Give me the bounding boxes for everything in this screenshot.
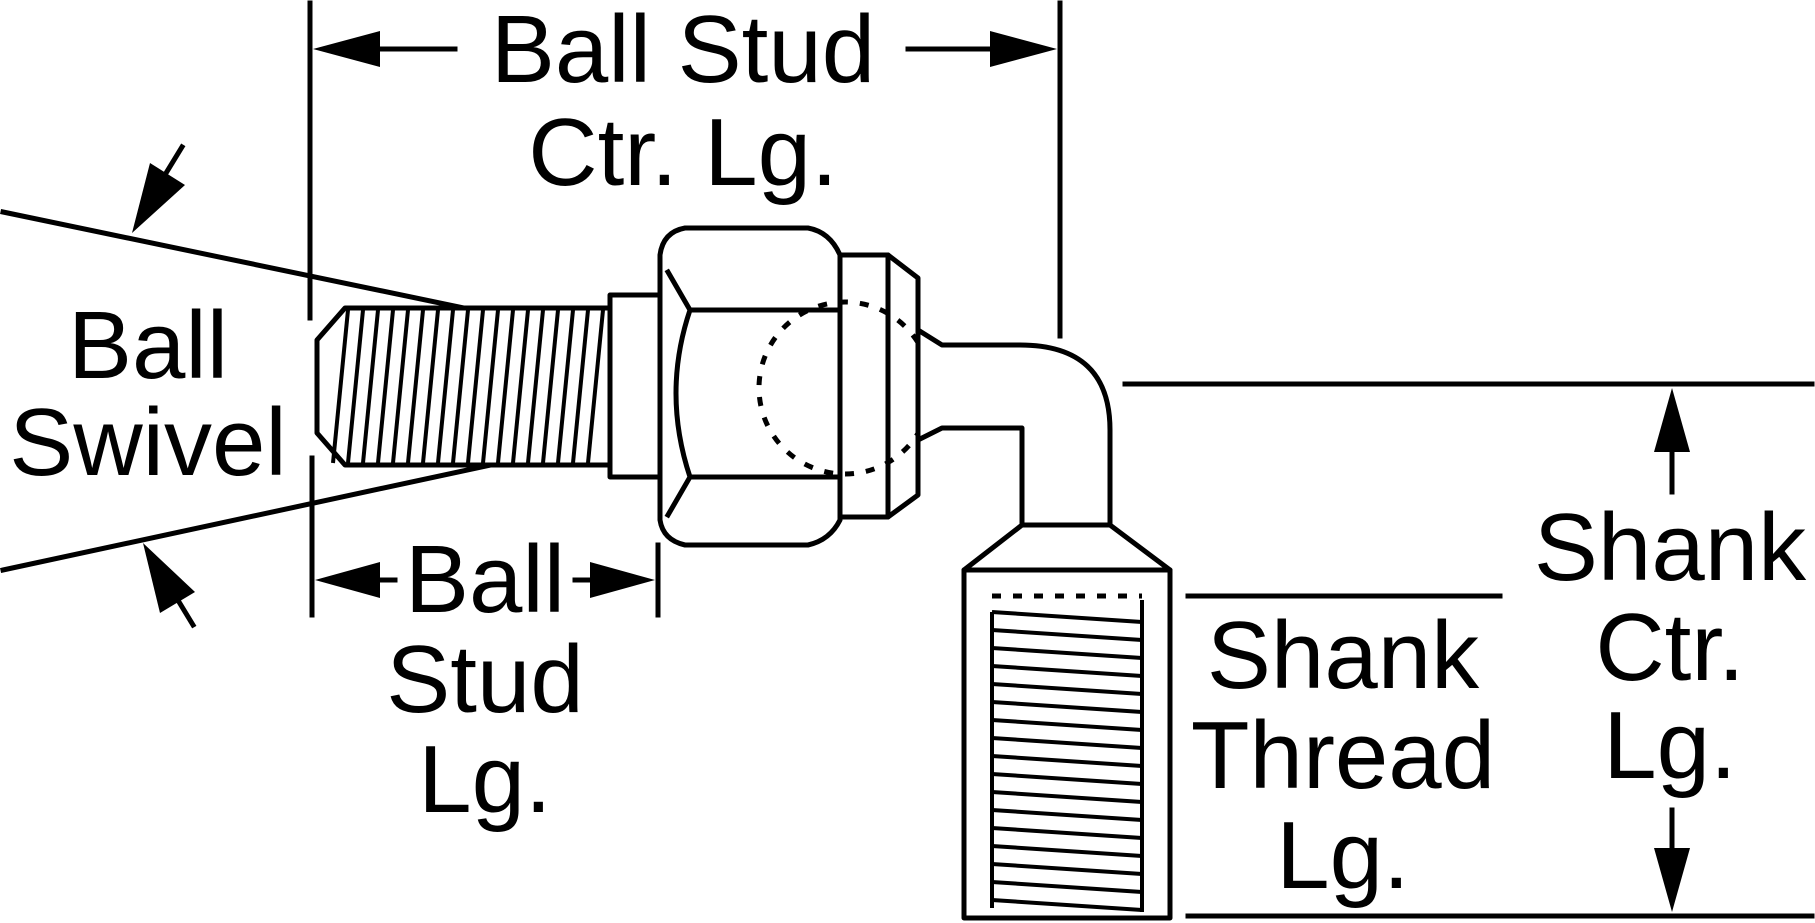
elbow-body xyxy=(915,327,1113,528)
socket-collar xyxy=(837,252,921,520)
label-swivel: Swivel xyxy=(9,389,286,496)
socket-collar-body xyxy=(837,252,891,520)
dimension-ball-stud-lg: Ball Stud Lg. xyxy=(309,455,661,833)
dimension-ball-stud-ctr-lg: Ball Stud Ctr. Lg. xyxy=(307,0,1063,339)
swivel-arrowhead-lower xyxy=(143,543,195,613)
ball-stud-shoulder xyxy=(607,292,663,480)
arrowhead-right xyxy=(990,31,1057,67)
shank-thread-section xyxy=(961,567,1173,921)
label-shank: Shank xyxy=(1534,494,1807,601)
swivel-arrow-upper-tail xyxy=(159,143,186,182)
swivel-arrowhead-upper xyxy=(132,163,185,233)
hex-nut-chamfer-left xyxy=(664,268,693,519)
ball-stud-threads xyxy=(331,309,605,464)
socket-collar-lip xyxy=(885,252,921,520)
shank-threads xyxy=(990,600,1144,912)
arrowhead-right xyxy=(590,562,655,598)
label-ctr-lg: Ctr. Lg. xyxy=(528,99,837,206)
arrowhead-left xyxy=(315,562,380,598)
label-ball: Ball xyxy=(405,526,565,633)
label-thread: Thread xyxy=(1191,702,1495,809)
elbow-shank xyxy=(915,327,1173,573)
hex-nut-body xyxy=(657,225,843,548)
arrowhead-up xyxy=(1654,388,1690,452)
arrowhead-left xyxy=(313,31,380,67)
arrowhead-down xyxy=(1654,848,1690,912)
ball-stud xyxy=(314,292,663,480)
label-ball-stud: Ball Stud xyxy=(491,0,875,103)
label-lg: Lg. xyxy=(418,726,551,833)
label-lg: Lg. xyxy=(1276,802,1409,909)
label-ctr: Ctr. xyxy=(1595,594,1744,701)
dimension-shank-ctr-lg: Shank Ctr. Lg. xyxy=(1122,381,1815,919)
label-shank: Shank xyxy=(1207,602,1480,709)
hex-nut xyxy=(657,225,843,548)
dimension-shank-thread-lg: Shank Thread Lg. xyxy=(1185,593,1503,909)
label-lg: Lg. xyxy=(1603,692,1736,799)
label-ball: Ball xyxy=(68,292,228,399)
shank-neck xyxy=(961,522,1173,573)
label-stud: Stud xyxy=(386,626,583,733)
